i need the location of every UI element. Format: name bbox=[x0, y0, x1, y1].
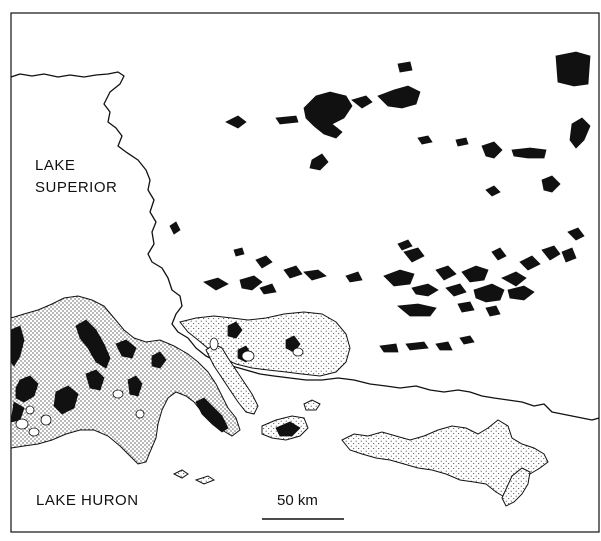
land-mass-mid-island bbox=[205, 343, 259, 415]
map-frame bbox=[10, 12, 600, 533]
patch bbox=[255, 255, 273, 269]
patch bbox=[303, 91, 353, 139]
patch bbox=[501, 271, 527, 287]
patch bbox=[151, 351, 167, 369]
patch bbox=[405, 341, 429, 351]
island bbox=[172, 469, 189, 479]
patch bbox=[169, 221, 181, 235]
land-mass-east bbox=[341, 419, 549, 499]
patch bbox=[459, 335, 475, 345]
lake-huron-label: LAKE HURON bbox=[36, 492, 139, 509]
patch bbox=[259, 283, 277, 295]
lake-superior-label-line1: LAKE bbox=[35, 157, 75, 174]
patch bbox=[397, 303, 437, 317]
patch bbox=[227, 321, 243, 339]
land-mass-peninsula bbox=[179, 311, 351, 377]
patch bbox=[555, 51, 591, 87]
patch bbox=[455, 137, 469, 147]
patch bbox=[397, 61, 413, 73]
dark-patches bbox=[10, 51, 591, 437]
patch bbox=[485, 305, 501, 317]
patch bbox=[445, 283, 467, 297]
land-mass-southeast-strip bbox=[501, 467, 531, 507]
patch bbox=[569, 117, 591, 149]
patch bbox=[397, 239, 413, 251]
patch bbox=[485, 185, 501, 197]
patch bbox=[377, 85, 421, 109]
patch bbox=[435, 265, 457, 281]
patch bbox=[239, 275, 263, 291]
patch bbox=[457, 301, 475, 313]
patch bbox=[275, 421, 301, 437]
patch bbox=[195, 397, 229, 433]
patch bbox=[383, 269, 415, 287]
patch bbox=[85, 369, 105, 391]
patch bbox=[541, 245, 561, 261]
patch bbox=[127, 375, 143, 397]
patch bbox=[115, 339, 137, 359]
island bbox=[194, 475, 216, 485]
patch bbox=[203, 277, 229, 291]
patch bbox=[275, 115, 299, 125]
patch bbox=[507, 285, 535, 301]
patch bbox=[519, 255, 541, 271]
lake-superior-label-line2: SUPERIOR bbox=[35, 179, 117, 196]
patch bbox=[10, 325, 25, 367]
scale-bar-label: 50 km bbox=[277, 492, 318, 509]
patch bbox=[225, 115, 247, 129]
patch bbox=[15, 375, 39, 403]
patch bbox=[351, 95, 373, 109]
lake-rings bbox=[15, 337, 304, 437]
island bbox=[303, 399, 321, 411]
patch bbox=[417, 135, 433, 145]
patch bbox=[403, 247, 425, 263]
patch bbox=[309, 153, 329, 171]
patch bbox=[303, 269, 327, 281]
patch bbox=[491, 247, 507, 261]
shoreline bbox=[10, 71, 600, 421]
patch bbox=[379, 343, 399, 353]
patch bbox=[473, 283, 505, 303]
patch bbox=[435, 341, 453, 351]
patch bbox=[511, 147, 547, 159]
patch bbox=[567, 227, 585, 241]
patch bbox=[75, 319, 111, 369]
patch bbox=[411, 283, 439, 297]
patch bbox=[233, 247, 245, 257]
patch bbox=[53, 385, 79, 415]
patch bbox=[461, 265, 489, 283]
scale-bar: 50 km bbox=[262, 492, 344, 520]
patch bbox=[541, 175, 561, 193]
patch bbox=[283, 265, 303, 279]
patch bbox=[481, 141, 503, 159]
patch bbox=[345, 271, 363, 283]
patch bbox=[561, 247, 577, 263]
